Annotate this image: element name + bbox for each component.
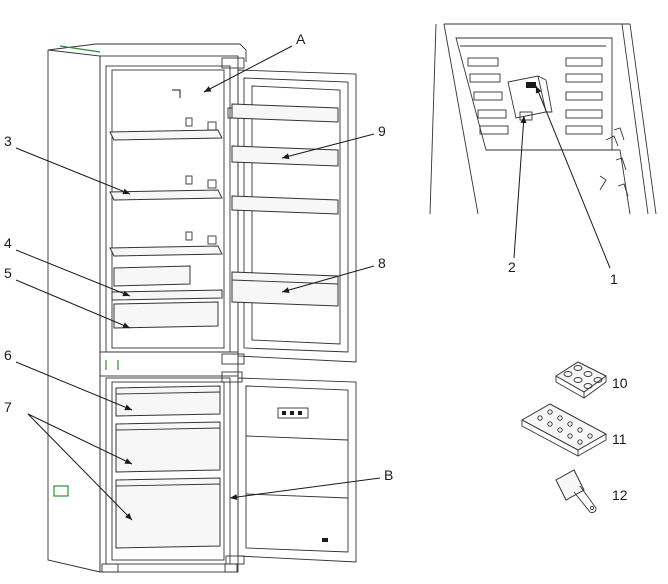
label-11: 11 — [612, 431, 627, 447]
ceiling-detail-inset — [429, 23, 657, 215]
label-2: 2 — [508, 259, 516, 275]
label-6: 6 — [4, 347, 12, 363]
egg-tray-icon — [555, 361, 607, 399]
label-A: A — [296, 31, 306, 47]
ice-scraper-icon — [555, 469, 597, 513]
freezer-drawers — [115, 385, 221, 549]
fridge-glass-shelves — [109, 117, 223, 257]
label-8: 8 — [378, 255, 386, 271]
callout-labels: A 3 4 5 6 7 9 8 B 2 1 10 11 12 — [4, 31, 628, 503]
label-7: 7 — [4, 399, 12, 415]
label-10: 10 — [612, 375, 628, 391]
fridge-door — [221, 57, 357, 365]
label-1: 1 — [610, 271, 618, 287]
crisper-drawer — [111, 265, 223, 329]
label-B: B — [384, 467, 393, 483]
ice-cube-tray-icon — [520, 403, 608, 457]
callout-lines — [15, 45, 611, 521]
freezer-door — [221, 371, 357, 565]
label-3: 3 — [4, 133, 12, 149]
label-9: 9 — [378, 123, 386, 139]
label-12: 12 — [612, 487, 628, 503]
label-5: 5 — [4, 265, 12, 281]
label-4: 4 — [4, 235, 12, 251]
